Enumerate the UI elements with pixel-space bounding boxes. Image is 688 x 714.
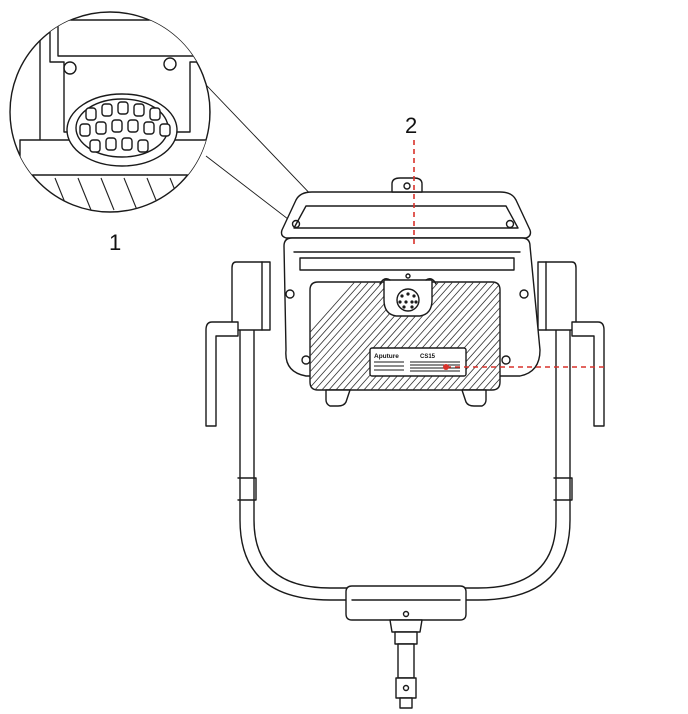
spigot-upper [394,631,418,645]
vent-slot [310,282,368,390]
vent-slot [410,282,500,390]
vent-slot [382,282,494,390]
vent-slot [480,282,500,390]
vent-slot [466,282,500,390]
leader-dot [443,364,449,370]
plate-brand: Aputure [374,353,399,360]
callout-label-1: 1 [109,230,122,255]
rear-connector-pins [398,292,418,309]
plate-fine-print [374,361,460,372]
vent-slot [310,282,375,390]
vent-slot [310,282,382,390]
yoke-bracket [205,261,605,601]
vent-slot [473,282,500,390]
vent-slot [310,282,361,390]
vent-slot [438,282,500,390]
callout-2-leaders [413,140,606,370]
vent-slot [417,282,500,390]
rear-connector [383,279,433,317]
top-handle [280,191,532,239]
vent-slot [310,282,396,390]
plate-model: CS15 [420,354,436,360]
vent-slot [354,282,466,390]
rear-vent-grille [310,282,500,390]
fixture-housing: Aputure CS15 [280,177,541,407]
right-lock-handle [571,321,605,427]
vent-slot [403,282,500,390]
vent-slot [431,282,500,390]
zoom-screw-left [63,61,77,75]
vent-slot [347,282,459,390]
vent-slot [389,282,500,390]
right-tilt-knob [537,261,577,331]
vent-slot [310,282,389,390]
base-mount [345,585,467,709]
vent-slot [396,282,500,390]
left-lock-handle [205,321,239,427]
vent-slot [424,282,500,390]
vent-slot [459,282,500,390]
vent-slot [452,282,500,390]
vent-slot [361,282,473,390]
zoom-screw-right [163,57,177,71]
vent-slot [445,282,500,390]
connector-zoom-callout [9,11,405,303]
left-tilt-knob [231,261,271,331]
zoom-connector-pins [79,101,171,153]
vent-slot [368,282,480,390]
callout-label-2: 2 [405,113,418,138]
vent-slot [375,282,487,390]
